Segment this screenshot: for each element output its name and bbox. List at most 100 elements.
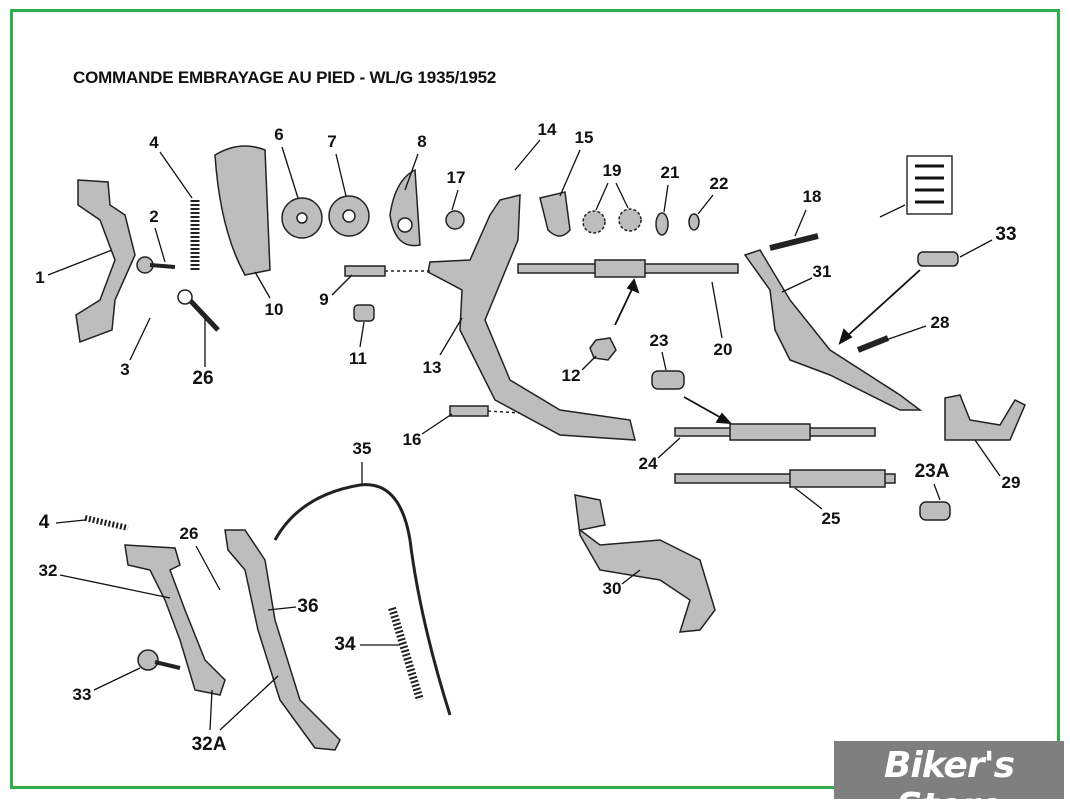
part-label-6: 6 xyxy=(274,125,284,144)
leader-line xyxy=(959,239,993,258)
green-border-frame xyxy=(10,9,1060,789)
part-13-pedal-lever xyxy=(427,194,636,441)
part-label-35: 35 xyxy=(352,439,372,458)
part-36-bracket xyxy=(224,529,341,751)
leader-line xyxy=(933,483,941,501)
leader-line xyxy=(711,281,723,339)
leader-line xyxy=(421,413,453,435)
part-label-4-lower: 4 xyxy=(38,512,50,533)
part-label-3: 3 xyxy=(120,360,130,379)
leader-line xyxy=(621,569,641,585)
bikers-store-watermark: Biker's Store xyxy=(834,741,1064,802)
part-label-8: 8 xyxy=(417,132,427,151)
part-11-bushing xyxy=(353,304,375,322)
arrow-icon xyxy=(838,269,921,345)
leader-line xyxy=(159,151,193,199)
part-label-18: 18 xyxy=(802,187,822,206)
leader-line xyxy=(794,487,823,510)
leader-line xyxy=(581,355,597,371)
part-label-30: 30 xyxy=(602,579,622,598)
part-25-shaft xyxy=(674,473,896,484)
part-19-star-washer-b xyxy=(618,208,642,232)
part-6-washer-hole xyxy=(296,212,308,224)
part-12-nut xyxy=(589,337,617,361)
leader-line xyxy=(209,689,213,731)
part-9-spring xyxy=(344,265,386,277)
diagram-title: COMMANDE EMBRAYAGE AU PIED - WL/G 1935/1… xyxy=(73,68,497,87)
part-2-stud xyxy=(149,263,176,269)
leader-line xyxy=(47,249,113,276)
part-32-lever xyxy=(124,544,226,696)
part-33-bolt xyxy=(917,251,959,267)
leader-line xyxy=(615,182,629,209)
part-16-spring xyxy=(449,405,489,417)
part-label-2: 2 xyxy=(149,207,159,226)
leader-line xyxy=(885,325,927,341)
part-label-16: 16 xyxy=(402,430,422,449)
part-18-bolt xyxy=(769,233,819,251)
part-label-9: 9 xyxy=(319,290,329,309)
leader-line xyxy=(281,146,299,199)
part-26-pin-eye xyxy=(177,289,193,305)
part-28-grease-fitting xyxy=(856,335,890,353)
leader-lines xyxy=(47,139,1001,731)
leader-line xyxy=(93,667,141,691)
part-label-17: 17 xyxy=(446,168,466,187)
leader-line xyxy=(439,317,463,356)
part-label-10: 10 xyxy=(264,300,284,319)
leader-line xyxy=(663,184,669,213)
leader-line xyxy=(879,204,906,218)
part-label-32a: 32A xyxy=(191,734,227,755)
part-23-bushing xyxy=(651,370,685,390)
leader-line xyxy=(404,153,419,191)
leader-line xyxy=(697,194,714,215)
part-label-11: 11 xyxy=(349,349,367,368)
part-10-cover xyxy=(214,145,271,276)
part-label-26-lower: 26 xyxy=(179,524,199,543)
leader-line xyxy=(55,519,86,524)
leader-line xyxy=(267,606,297,611)
part-25-shaft-collar xyxy=(789,469,886,488)
part-label-33: 33 xyxy=(995,224,1017,245)
leader-line xyxy=(974,439,1001,477)
leader-line xyxy=(794,209,807,237)
part-label-24: 24 xyxy=(638,454,658,473)
arrow-icon xyxy=(614,278,640,326)
part-29-lever xyxy=(944,394,1026,441)
leader-line xyxy=(559,149,581,197)
part-label-23a: 23A xyxy=(914,461,950,482)
part-label-7: 7 xyxy=(327,132,337,151)
part-22-ring xyxy=(688,213,700,231)
leader-line xyxy=(129,317,151,361)
leader-line xyxy=(595,182,609,211)
part-label-33-lower: 33 xyxy=(72,685,92,704)
leader-line xyxy=(195,545,221,591)
part-31-arm xyxy=(743,249,923,411)
part-label-4: 4 xyxy=(149,133,159,152)
part-label-36: 36 xyxy=(297,596,319,617)
part-16-dotted-line xyxy=(487,410,521,414)
part-label-25: 25 xyxy=(821,509,841,528)
part-17-nut xyxy=(445,210,465,230)
part-4-spring-lower xyxy=(84,515,129,531)
part-label-14: 14 xyxy=(537,120,557,139)
leader-line xyxy=(59,574,171,599)
part-8-plate-hole xyxy=(397,217,413,233)
part-20-shaft-collar xyxy=(594,259,646,278)
part-label-32: 32 xyxy=(38,561,58,580)
part-1-bracket xyxy=(75,179,136,344)
leader-line xyxy=(514,139,541,171)
part-24-shaft-collar xyxy=(729,423,811,441)
part-label-23: 23 xyxy=(649,331,669,350)
part-33-knob xyxy=(137,649,159,671)
part-33-knob-stem xyxy=(154,660,181,670)
watermark-text: Biker's Store xyxy=(883,745,1015,802)
leader-line xyxy=(657,437,681,459)
part-label-12: 12 xyxy=(561,366,581,385)
part-label-13: 13 xyxy=(422,358,442,377)
part-35-cable xyxy=(273,483,452,716)
part-label-22: 22 xyxy=(709,174,729,193)
part-21-ring xyxy=(655,212,669,236)
